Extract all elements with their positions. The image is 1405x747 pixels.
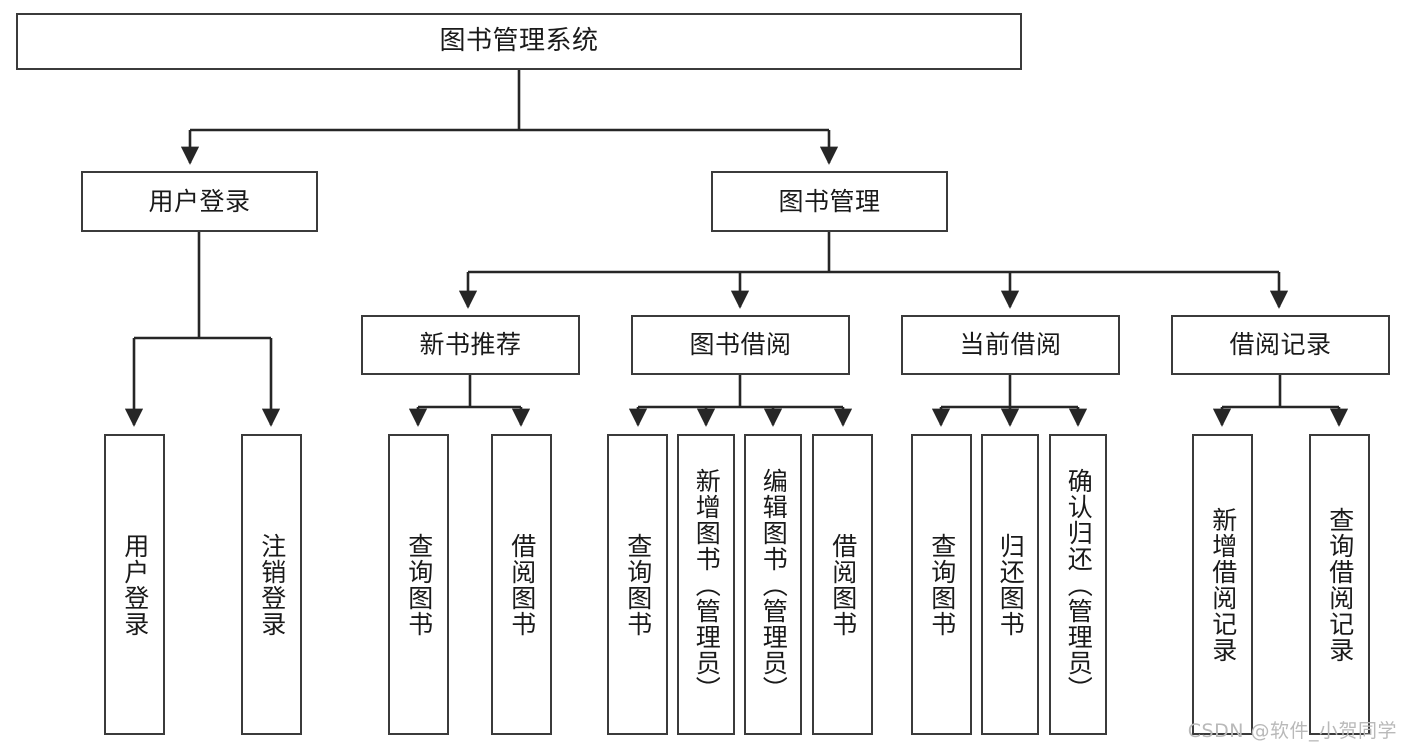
leaf-book-borrow-edit[interactable]: 编辑图书（管理员） <box>744 434 802 735</box>
node-root-system-label: 图书管理系统 <box>439 25 599 56</box>
node-book-management[interactable]: 图书管理 <box>711 171 948 232</box>
leaf-new-book-borrow[interactable]: 借阅图书 <box>491 434 552 735</box>
leaf-book-borrow-borrow[interactable]: 借阅图书 <box>812 434 873 735</box>
leaf-book-borrow-query-label: 查询图书 <box>623 532 653 637</box>
node-root-system[interactable]: 图书管理系统 <box>16 13 1022 70</box>
leaf-borrow-record-add[interactable]: 新增借阅记录 <box>1192 434 1253 735</box>
leaf-book-borrow-borrow-label: 借阅图书 <box>828 532 858 637</box>
node-borrow-record[interactable]: 借阅记录 <box>1171 315 1390 375</box>
leaf-book-borrow-add[interactable]: 新增图书（管理员） <box>677 434 735 735</box>
leaf-current-borrow-confirm[interactable]: 确认归还（管理员） <box>1049 434 1107 735</box>
leaf-borrow-record-query-label: 查询借阅记录 <box>1325 506 1355 663</box>
node-user-login[interactable]: 用户登录 <box>81 171 318 232</box>
leaf-book-borrow-query[interactable]: 查询图书 <box>607 434 668 735</box>
node-book-borrow-label: 图书借阅 <box>689 330 792 359</box>
leaf-new-book-borrow-label: 借阅图书 <box>507 532 537 637</box>
leaf-borrow-record-add-label: 新增借阅记录 <box>1208 506 1238 663</box>
node-new-book-recommend[interactable]: 新书推荐 <box>361 315 580 375</box>
node-new-book-recommend-label: 新书推荐 <box>419 330 522 359</box>
node-book-borrow[interactable]: 图书借阅 <box>631 315 850 375</box>
node-current-borrow-label: 当前借阅 <box>959 330 1062 359</box>
leaf-borrow-record-query[interactable]: 查询借阅记录 <box>1309 434 1370 735</box>
leaf-current-borrow-return[interactable]: 归还图书 <box>981 434 1039 735</box>
node-current-borrow[interactable]: 当前借阅 <box>901 315 1120 375</box>
leaf-current-borrow-query-label: 查询图书 <box>927 532 957 637</box>
leaf-user-login-login[interactable]: 用户登录 <box>104 434 165 735</box>
leaf-new-book-query[interactable]: 查询图书 <box>388 434 449 735</box>
node-borrow-record-label: 借阅记录 <box>1229 330 1332 359</box>
leaf-current-borrow-confirm-label: 确认归还（管理员） <box>1064 467 1094 702</box>
leaf-user-login-login-label: 用户登录 <box>120 532 150 637</box>
leaf-book-borrow-edit-label: 编辑图书（管理员） <box>759 467 789 702</box>
leaf-user-login-logout[interactable]: 注销登录 <box>241 434 302 735</box>
leaf-current-borrow-return-label: 归还图书 <box>996 532 1026 637</box>
leaf-book-borrow-add-label: 新增图书（管理员） <box>692 467 722 702</box>
node-book-management-label: 图书管理 <box>778 186 881 216</box>
leaf-current-borrow-query[interactable]: 查询图书 <box>911 434 972 735</box>
leaf-new-book-query-label: 查询图书 <box>404 532 434 637</box>
leaf-user-login-logout-label: 注销登录 <box>257 532 287 637</box>
node-user-login-label: 用户登录 <box>148 186 251 216</box>
